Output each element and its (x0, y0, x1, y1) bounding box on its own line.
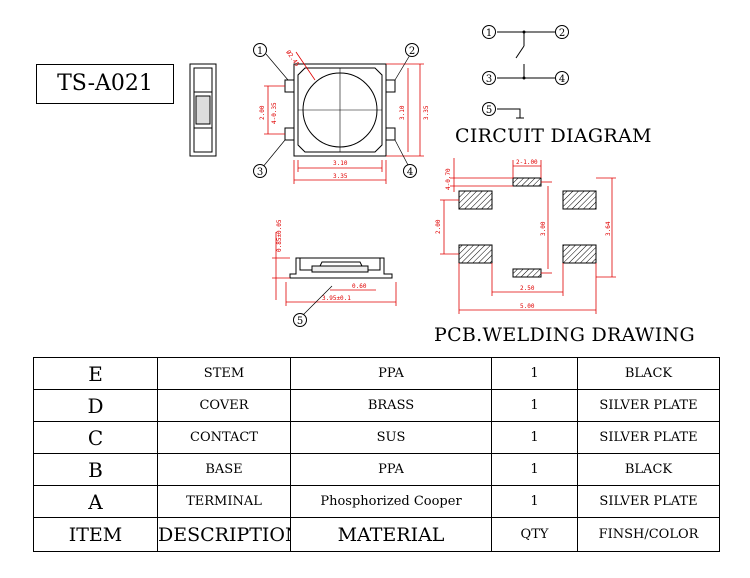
table-row: B BASE PPA 1 BLACK (33, 453, 720, 486)
pad-bottom-right (562, 244, 597, 264)
cell-finish: SILVER PLATE (577, 389, 720, 422)
svg-text:5: 5 (297, 316, 303, 327)
bill-of-materials-table: E STEM PPA 1 BLACK D COVER BRASS 1 SILVE… (33, 357, 720, 552)
circuit-pin-1: 1 (482, 25, 496, 39)
svg-text:4: 4 (407, 167, 413, 178)
cell-qty: 1 (491, 453, 578, 486)
circuit-diagram: 1 2 3 4 5 (482, 25, 569, 119)
cell-material: PPA (290, 453, 492, 486)
dim-pcb-pad-pitch: 2.00 (435, 219, 442, 234)
header-item: ITEM (33, 517, 158, 552)
dim-pcb-overall-height: 3.64 (605, 221, 612, 236)
cell-description: COVER (157, 389, 291, 422)
cell-qty: 1 (491, 485, 578, 518)
top-view: 3.10 3.35 2.00 4-0.35 3.10 3.35 Ø2.45 1 … (253, 43, 430, 184)
cell-item: E (33, 357, 158, 390)
dim-stem-travel: 0.60 (352, 283, 367, 290)
circuit-pin-2: 2 (555, 25, 569, 39)
cell-item: C (33, 421, 158, 454)
dim-top-width-inner: 3.10 (333, 160, 348, 167)
svg-text:1: 1 (486, 28, 492, 39)
cell-material: SUS (290, 421, 492, 454)
cell-finish: BLACK (577, 453, 720, 486)
dim-pcb-inner-width: 2.50 (520, 285, 535, 292)
svg-text:2: 2 (409, 46, 415, 57)
side-section-view: 0.85±0.05 0.60 3.95±0.1 5 (272, 219, 397, 327)
cell-finish: SILVER PLATE (577, 485, 720, 518)
circuit-pin-4: 4 (555, 71, 569, 85)
table-header-row: ITEM DESCRIPTION MATERIAL QTY FINSH/COLO… (33, 517, 720, 552)
cell-finish: BLACK (577, 357, 720, 390)
dim-height: 0.85±0.05 (276, 219, 283, 252)
pin-callout-3: 3 (253, 164, 267, 178)
cell-description: BASE (157, 453, 291, 486)
header-finish: FINSH/COLOR (577, 517, 720, 552)
dim-pcb-center-pad-height: 4-0.70 (445, 168, 452, 190)
dim-pcb-center-pad-width: 2-1.00 (516, 159, 538, 166)
part-number-box: TS-A021 (36, 64, 174, 104)
cell-item: D (33, 389, 158, 422)
pcb-welding-drawing: 2-1.00 4-0.70 2.00 3.00 3.64 2.50 5.00 (435, 158, 616, 314)
pad-bottom-left (458, 244, 493, 264)
svg-text:4: 4 (559, 74, 565, 85)
dim-pcb-center-span: 3.00 (540, 221, 547, 236)
cell-description: CONTACT (157, 421, 291, 454)
cell-item: B (33, 453, 158, 486)
dim-terminal-pitch: 2.00 (259, 105, 266, 120)
cell-qty: 1 (491, 421, 578, 454)
svg-text:1: 1 (257, 46, 263, 57)
pcb-drawing-title: PCB.WELDING DRAWING (434, 324, 695, 346)
table-row: D COVER BRASS 1 SILVER PLATE (33, 389, 720, 422)
circuit-pin-5: 5 (482, 102, 496, 116)
cell-material: BRASS (290, 389, 492, 422)
dim-top-width-outer: 3.35 (333, 173, 348, 180)
cell-item: A (33, 485, 158, 518)
cell-material: Phosphorized Cooper (290, 485, 492, 518)
table-row: A TERMINAL Phosphorized Cooper 1 SILVER … (33, 485, 720, 518)
svg-text:3: 3 (486, 74, 492, 85)
cell-qty: 1 (491, 357, 578, 390)
dim-side-width: 3.95±0.1 (322, 295, 351, 302)
pad-top-right (562, 190, 597, 210)
dim-pcb-overall-width: 5.00 (520, 303, 535, 310)
cell-description: TERMINAL (157, 485, 291, 518)
table-row: C CONTACT SUS 1 SILVER PLATE (33, 421, 720, 454)
pin-callout-4: 4 (403, 164, 417, 178)
pad-bottom-center (512, 268, 542, 278)
header-description: DESCRIPTION (157, 517, 291, 552)
cell-qty: 1 (491, 389, 578, 422)
cell-material: PPA (290, 357, 492, 390)
pin-callout-2: 2 (405, 43, 419, 57)
dim-top-height-outer: 3.35 (423, 105, 430, 120)
pin-callout-1: 1 (253, 43, 267, 57)
circuit-diagram-title: CIRCUIT DIAGRAM (455, 125, 652, 147)
dim-stem-diameter: Ø2.45 (284, 49, 300, 68)
pin-callout-5-side: 5 (293, 313, 307, 327)
dim-top-height-inner: 3.10 (399, 105, 406, 120)
dim-terminal-width: 4-0.35 (271, 102, 278, 124)
pad-top-left (458, 190, 493, 210)
side-profile-view (189, 63, 217, 157)
cell-description: STEM (157, 357, 291, 390)
svg-text:2: 2 (559, 28, 565, 39)
header-qty: QTY (491, 517, 578, 552)
table-row: E STEM PPA 1 BLACK (33, 357, 720, 390)
cell-finish: SILVER PLATE (577, 421, 720, 454)
svg-text:5: 5 (486, 105, 492, 116)
circuit-pin-3: 3 (482, 71, 496, 85)
header-material: MATERIAL (290, 517, 492, 552)
pad-top-center (512, 177, 542, 187)
svg-text:3: 3 (257, 167, 263, 178)
